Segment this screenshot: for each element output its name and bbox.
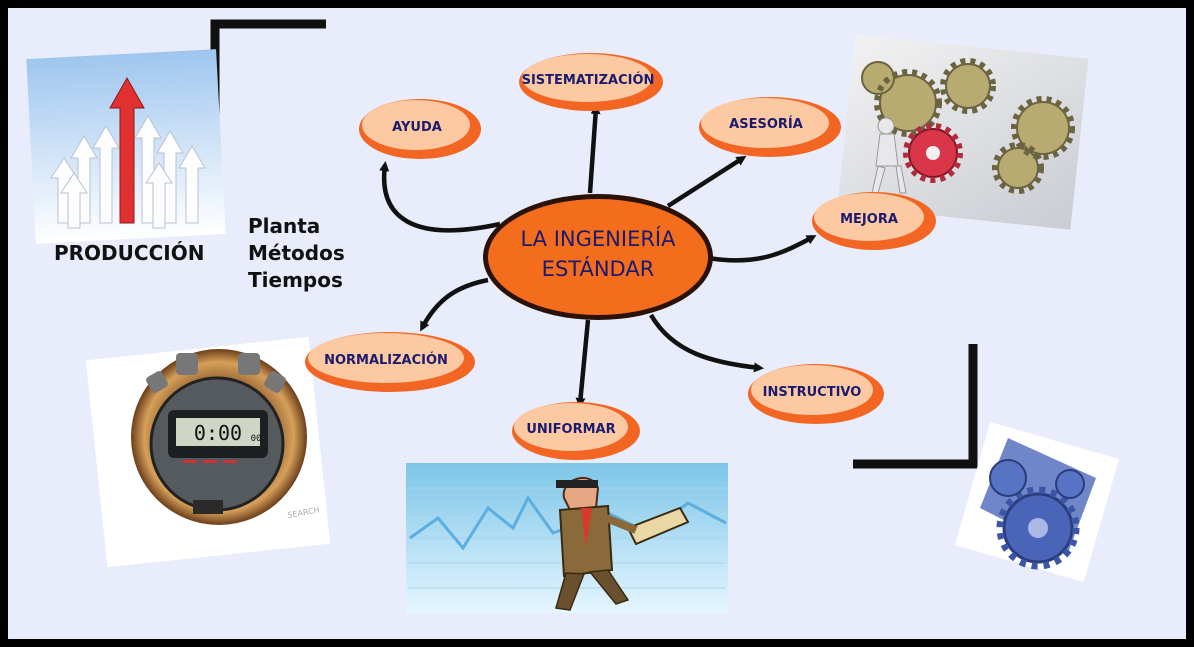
corner-bracket-top: [210, 19, 326, 134]
side-list-item-metodos: Métodos: [248, 241, 345, 265]
node-label-uniformar: UNIFORMAR: [526, 422, 615, 437]
node-ayuda: AYUDA: [359, 99, 481, 159]
node-label-mejora: MEJORA: [840, 212, 898, 227]
node-label-sistematizacion: SISTEMATIZACIÓN: [522, 72, 655, 88]
node-label-normalizacion: NORMALIZACIÓN: [324, 352, 448, 368]
node-asesoria: ASESORÍA: [699, 97, 841, 157]
stopwatch-image: 0:00 00 SEARCH: [85, 336, 331, 568]
node-instructivo: INSTRUCTIVO: [748, 364, 884, 424]
node-label-asesoria: ASESORÍA: [729, 116, 803, 132]
node-uniformar: UNIFORMAR: [512, 402, 640, 460]
corner-bracket-bottom: [853, 344, 978, 469]
node-mejora: MEJORA: [812, 192, 936, 250]
side-list: Planta Métodos Tiempos: [248, 213, 345, 294]
stopwatch-display-small: 00: [251, 434, 262, 444]
center-title-line1: LA INGENIERÍA: [521, 226, 677, 251]
node-sistematizacion: SISTEMATIZACIÓN: [519, 53, 663, 111]
produccion-label: PRODUCCIÓN: [54, 241, 205, 265]
stopwatch-display: 0:00: [194, 421, 242, 445]
center-node: LA INGENIERÍA ESTÁNDAR: [483, 194, 713, 320]
connectors: [379, 104, 817, 408]
growth-arrows-image: [26, 49, 226, 244]
blue-gears-image: [954, 422, 1120, 582]
gears-image: [837, 34, 1089, 230]
node-normalizacion: NORMALIZACIÓN: [305, 332, 475, 392]
mind-map: 0:00 00 SEARCH: [26, 19, 1120, 613]
slide: 0:00 00 SEARCH: [8, 8, 1186, 639]
side-list-item-planta: Planta: [248, 214, 321, 238]
node-label-ayuda: AYUDA: [392, 120, 442, 135]
center-title-line2: ESTÁNDAR: [542, 256, 655, 281]
inspector-clipart: [406, 463, 728, 613]
node-label-instructivo: INSTRUCTIVO: [763, 385, 862, 400]
side-list-item-tiempos: Tiempos: [248, 268, 343, 292]
